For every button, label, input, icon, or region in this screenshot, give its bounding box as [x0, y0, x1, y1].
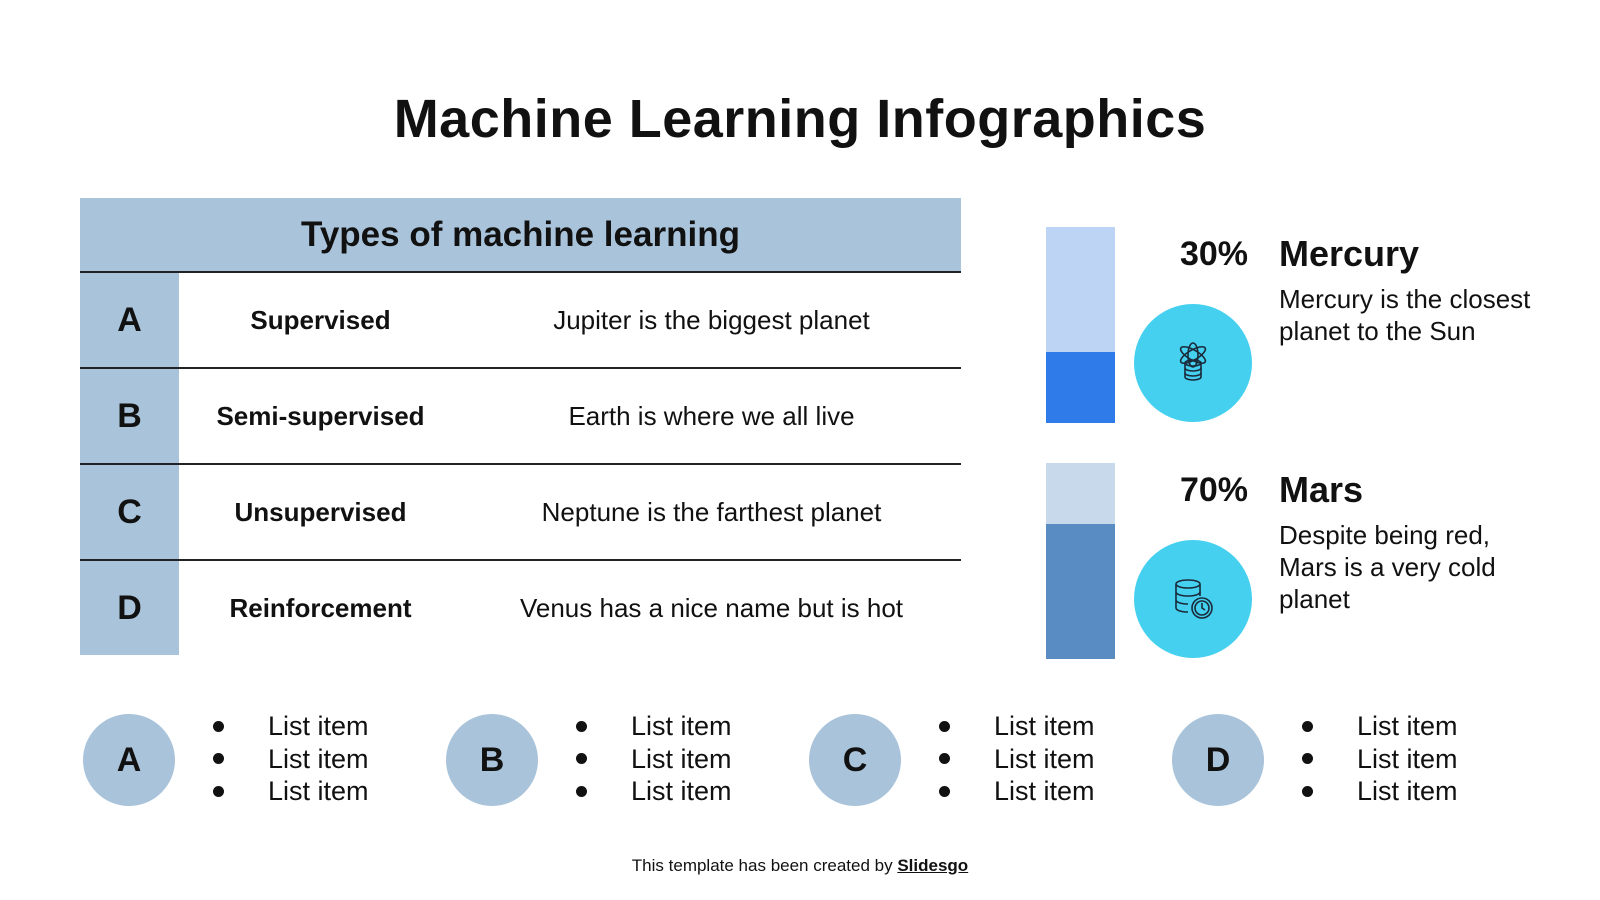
row-type: Supervised	[250, 304, 391, 335]
stat-mars: 70% Mars Despite being red, Mars is a ve…	[1046, 463, 1566, 659]
slidesgo-link[interactable]: Slidesgo	[897, 856, 969, 875]
progress-bar	[1046, 463, 1115, 659]
bullet-icon	[939, 720, 950, 732]
table-row: C Unsupervised Neptune is the farthest p…	[80, 465, 961, 561]
icon-circle	[1134, 540, 1252, 658]
row-letter: A	[80, 273, 179, 367]
planet-name: Mars	[1279, 469, 1364, 510]
row-letter: C	[80, 465, 179, 559]
table-row: D Reinforcement Venus has a nice name bu…	[80, 561, 961, 655]
icon-circle	[1134, 304, 1252, 422]
stat-mercury: 30% Mercury Mercury is the closest plane…	[1046, 227, 1566, 423]
progress-bar	[1046, 227, 1115, 423]
table-row: B Semi-supervised Earth is where we all …	[80, 369, 961, 465]
list-item: List item	[939, 710, 1095, 743]
bullet-icon	[576, 720, 587, 732]
bullet-icon	[1302, 720, 1313, 732]
bullet-icon	[213, 720, 224, 732]
planet-name: Mercury	[1279, 233, 1420, 274]
bullet-icon	[939, 785, 950, 797]
group-list: List item List item List item	[576, 710, 732, 808]
list-item: List item	[213, 775, 369, 808]
list-item: List item	[1302, 743, 1458, 776]
bullet-icon	[576, 785, 587, 797]
group-a: A List item List item List item	[83, 711, 413, 806]
list-item: List item	[576, 710, 732, 743]
group-letter-circle: D	[1172, 714, 1264, 806]
table-row: A Supervised Jupiter is the biggest plan…	[80, 273, 961, 369]
progress-fill	[1046, 523, 1115, 659]
planet-description: Despite being red, Mars is a very cold p…	[1279, 520, 1496, 614]
slide-title: Machine Learning Infographics	[393, 89, 1207, 149]
group-list: List item List item List item	[213, 710, 369, 808]
group-list: List item List item List item	[939, 710, 1095, 808]
footer-text: This template has been created by	[631, 856, 898, 875]
footer-credit: This template has been created by Slides…	[0, 856, 1600, 876]
list-item: List item	[213, 710, 369, 743]
row-letter: B	[80, 369, 179, 463]
bullet-icon	[213, 785, 224, 797]
database-clock-icon	[1175, 579, 1213, 619]
list-item: List item	[939, 775, 1095, 808]
bullet-icon	[213, 753, 224, 765]
bullet-icon	[1302, 753, 1313, 765]
row-type: Semi-supervised	[216, 400, 425, 431]
bullet-icon	[939, 753, 950, 765]
bullet-icon	[576, 753, 587, 765]
group-list: List item List item List item	[1302, 710, 1458, 808]
group-letter-circle: A	[83, 714, 175, 806]
row-type: Reinforcement	[229, 592, 412, 623]
group-letter-circle: C	[809, 714, 901, 806]
group-c: C List item List item List item	[809, 711, 1139, 806]
planet-description: Mercury is the closest planet to the Sun	[1279, 284, 1531, 346]
group-b: B List item List item List item	[446, 711, 776, 806]
row-description: Venus has a nice name but is hot	[519, 592, 904, 623]
row-type: Unsupervised	[234, 496, 407, 527]
table-header: Types of machine learning	[80, 198, 961, 273]
progress-fill	[1046, 352, 1115, 423]
list-item: List item	[1302, 710, 1458, 743]
list-item: List item	[576, 743, 732, 776]
group-letter-circle: B	[446, 714, 538, 806]
row-description: Earth is where we all live	[568, 400, 855, 431]
percent-label: 30%	[1179, 235, 1249, 273]
row-letter: D	[80, 561, 179, 655]
list-item: List item	[939, 743, 1095, 776]
row-description: Jupiter is the biggest planet	[553, 304, 870, 335]
row-description: Neptune is the farthest planet	[541, 496, 882, 527]
percent-label: 70%	[1179, 471, 1249, 509]
atom-database-icon	[1179, 342, 1207, 381]
list-item: List item	[576, 775, 732, 808]
list-item: List item	[1302, 775, 1458, 808]
ml-types-table: Types of machine learning A Supervised J…	[80, 198, 961, 655]
list-item: List item	[213, 743, 369, 776]
bullet-icon	[1302, 785, 1313, 797]
group-d: D List item List item List item	[1172, 711, 1502, 806]
